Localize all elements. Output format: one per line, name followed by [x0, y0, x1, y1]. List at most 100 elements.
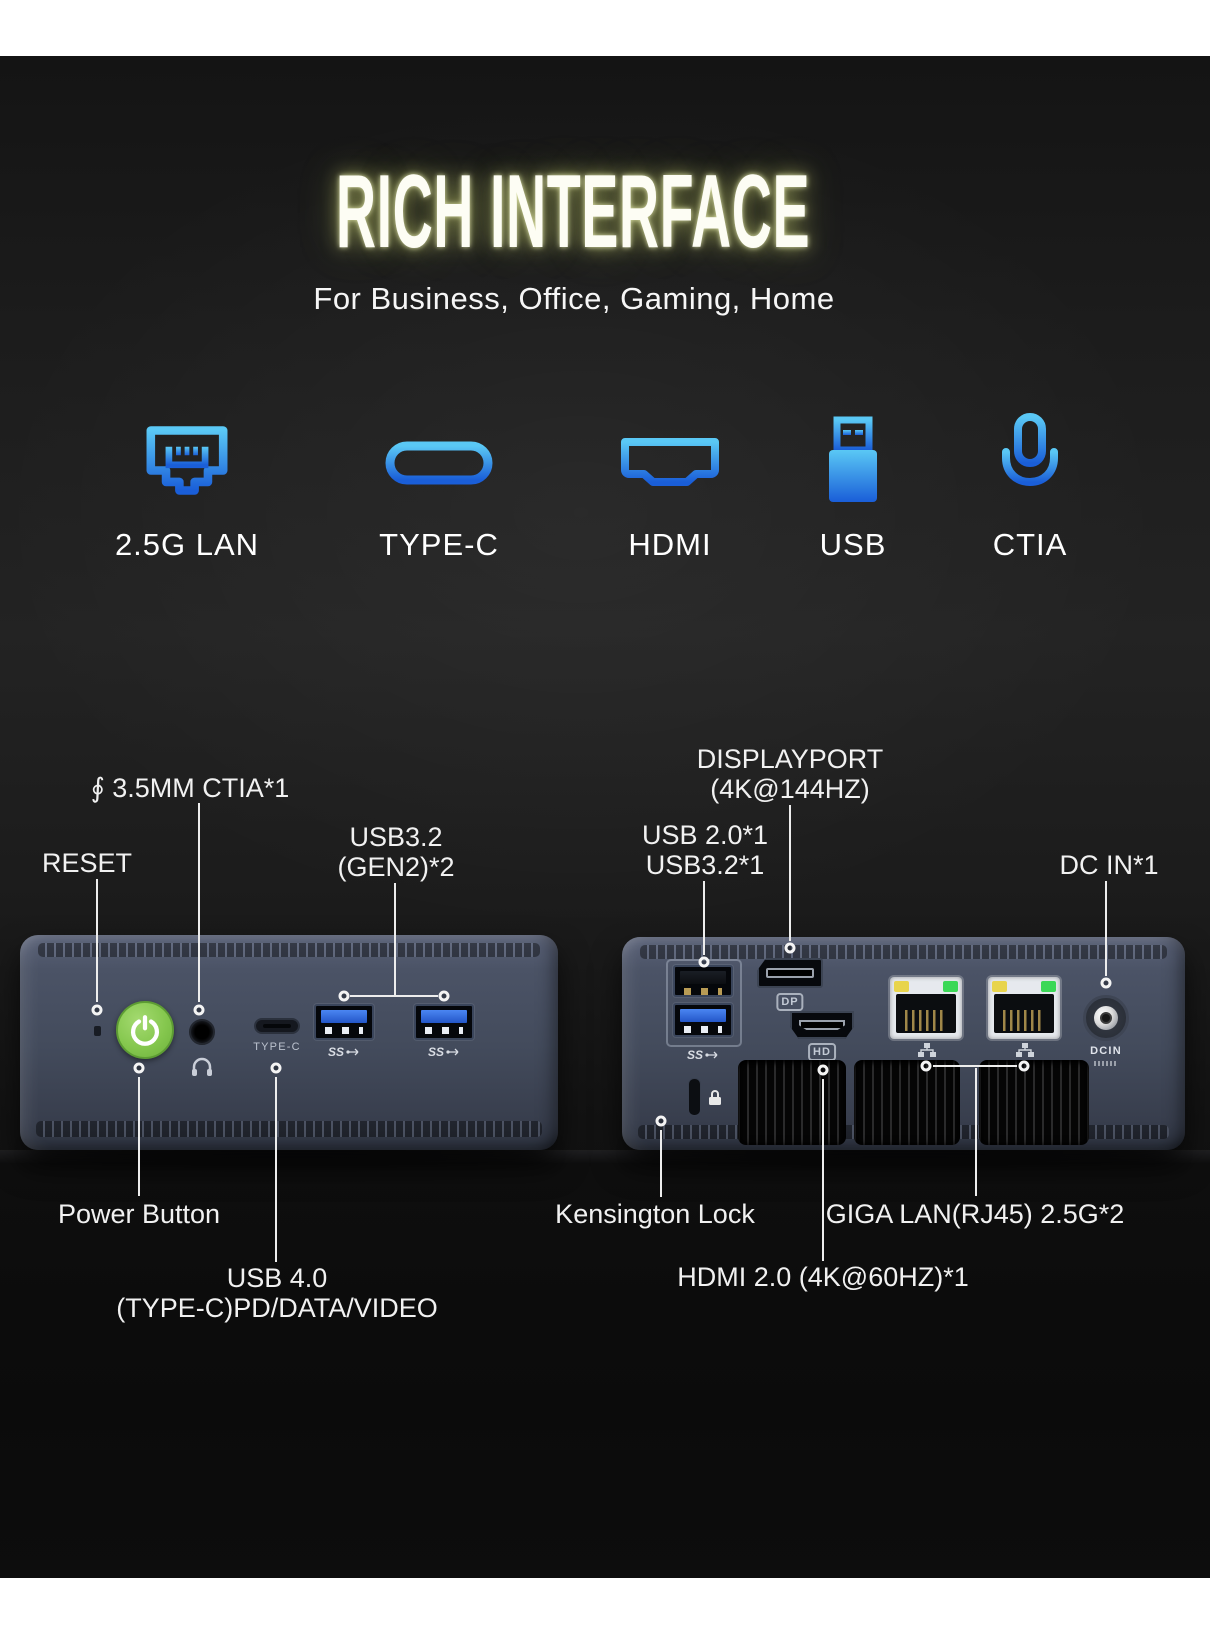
- table-surface: [0, 1150, 1210, 1578]
- callout-usb32: USB3.2 (GEN2)*2: [337, 822, 454, 882]
- usb20-port: [673, 965, 733, 997]
- lan-led-yellow: [992, 981, 1007, 992]
- usb-black-tab: [680, 971, 726, 984]
- top-vent-strip: [640, 945, 1167, 959]
- callout-line-reset: [96, 879, 98, 1002]
- lan-led-yellow: [894, 981, 909, 992]
- lock-icon: [709, 1090, 721, 1105]
- callout-usb-rear: USB 2.0*1 USB3.2*1: [642, 820, 768, 880]
- ss-text: SS: [327, 1045, 345, 1059]
- callout-ring-usb32-b: [438, 990, 450, 1002]
- usb-pins: [425, 1027, 463, 1034]
- superspeed-trident-icon: [705, 1051, 718, 1059]
- iface-label-typec: TYPE-C: [379, 527, 499, 562]
- bottom-vent-strip: [36, 1121, 542, 1137]
- callout-ring-audio: [193, 1004, 205, 1016]
- callout-dp-line2: (4K@144HZ): [710, 774, 870, 804]
- dcin-fine-print: [1094, 1061, 1118, 1066]
- callout-line-displayport: [789, 805, 791, 941]
- audio-jack-port: [189, 1019, 215, 1045]
- microphone-icon: [1002, 413, 1058, 505]
- callout-ring-lan-b: [1018, 1060, 1030, 1072]
- usb-pins: [684, 1026, 722, 1033]
- callout-line-hdmi: [822, 1079, 824, 1261]
- ss-text: SS: [427, 1045, 445, 1059]
- callout-usb32-line1: USB3.2: [349, 822, 443, 852]
- mini-pc-rear-view: SS DP HD: [622, 937, 1185, 1150]
- callout-power: Power Button: [57, 1199, 221, 1229]
- headset-icon: [192, 1057, 212, 1076]
- type-c-mark: TYPE-C: [253, 1041, 301, 1053]
- callout-displayport: DISPLAYPORT (4K@144HZ): [697, 744, 884, 804]
- displayport-port: [757, 958, 823, 988]
- callout-dcin: DC IN*1: [1059, 850, 1159, 880]
- callout-ring-dcin: [1100, 977, 1112, 989]
- callout-dp-line1: DISPLAYPORT: [696, 744, 884, 774]
- lan-port-1: [890, 977, 962, 1039]
- vent-grille-1: [738, 1060, 846, 1145]
- ss-text: SS: [686, 1048, 704, 1062]
- usb32-port-1: [314, 1004, 374, 1040]
- callout-usb4-line1: USB 4.0: [226, 1263, 328, 1293]
- callout-giga-lan: GIGA LAN(RJ45) 2.5G*2: [825, 1199, 1125, 1229]
- dp-badge: DP: [776, 993, 804, 1011]
- reset-pinhole: [94, 1026, 101, 1036]
- usb-blue-tab: [680, 1009, 726, 1022]
- callout-ring-usb-rear: [698, 956, 710, 968]
- mini-pc-front-view: TYPE-C SS SS: [20, 935, 558, 1150]
- callout-ring-usb4: [270, 1062, 282, 1074]
- callout-ring-reset: [91, 1004, 103, 1016]
- lan-port-icon: [146, 426, 228, 495]
- iface-label-hdmi: HDMI: [628, 527, 712, 562]
- callout-reset: RESET: [41, 848, 133, 878]
- callout-line-lan: [975, 1068, 977, 1196]
- vent-grille-2: [854, 1060, 960, 1145]
- callout-connector-usb32: [350, 995, 438, 997]
- lan-led-green: [943, 981, 958, 992]
- lan-led-green: [1041, 981, 1056, 992]
- dc-pin-hole: [1100, 1012, 1112, 1024]
- dc-in-port: [1083, 995, 1129, 1041]
- callout-kensington: Kensington Lock: [555, 1199, 755, 1229]
- usb-blue-tab: [321, 1010, 367, 1023]
- callout-usb4: USB 4.0 (TYPE-C)PD/DATA/VIDEO: [116, 1263, 438, 1323]
- callout-usb-rear-line1: USB 2.0*1: [641, 820, 769, 850]
- callout-ring-displayport: [784, 942, 796, 954]
- top-vent-strip: [38, 943, 540, 957]
- callout-audio: ∮ 3.5MM CTIA*1: [90, 773, 290, 803]
- callout-connector-lan: [933, 1065, 1017, 1067]
- dcin-mark: DCIN: [1090, 1045, 1122, 1057]
- iface-label-usb: USB: [819, 527, 887, 562]
- ethernet-icon: [1016, 1043, 1034, 1057]
- callout-usb4-line2: (TYPE-C)PD/DATA/VIDEO: [116, 1293, 438, 1323]
- callout-ring-power: [133, 1062, 145, 1074]
- page-subtitle: For Business, Office, Gaming, Home: [313, 281, 835, 316]
- usb32-port-2: [414, 1004, 474, 1040]
- iface-label-ctia: CTIA: [992, 527, 1068, 562]
- lan-port-2: [988, 977, 1060, 1039]
- callout-ring-lan-a: [920, 1060, 932, 1072]
- power-button: [116, 1001, 174, 1059]
- superspeed-mark-2: SS: [428, 1045, 460, 1059]
- callout-usb32-line2: (GEN2)*2: [337, 852, 455, 882]
- callout-line-kensington: [660, 1130, 662, 1197]
- power-symbol-icon: [131, 1015, 159, 1046]
- hdmi-port: [790, 1011, 854, 1039]
- callout-ring-hdmi: [817, 1064, 829, 1076]
- callout-usb-rear-line2: USB3.2*1: [645, 850, 765, 880]
- callout-line-usb4: [275, 1077, 277, 1262]
- usb4-type-c-port: [254, 1018, 300, 1034]
- superspeed-mark-rear: SS: [687, 1048, 719, 1062]
- superspeed-mark-1: SS: [328, 1045, 360, 1059]
- callout-line-power: [138, 1077, 140, 1196]
- usb32-port: [673, 1003, 733, 1037]
- callout-line-usb-rear: [703, 881, 705, 955]
- iface-label-lan: 2.5G LAN: [114, 527, 260, 562]
- lan-cavity: [994, 994, 1054, 1033]
- kensington-slot: [688, 1078, 701, 1116]
- usb-pins: [325, 1027, 363, 1034]
- usb-pins: [684, 988, 722, 995]
- callout-line-usb32: [394, 883, 396, 995]
- page-title: RICH INTERFACE: [335, 154, 811, 270]
